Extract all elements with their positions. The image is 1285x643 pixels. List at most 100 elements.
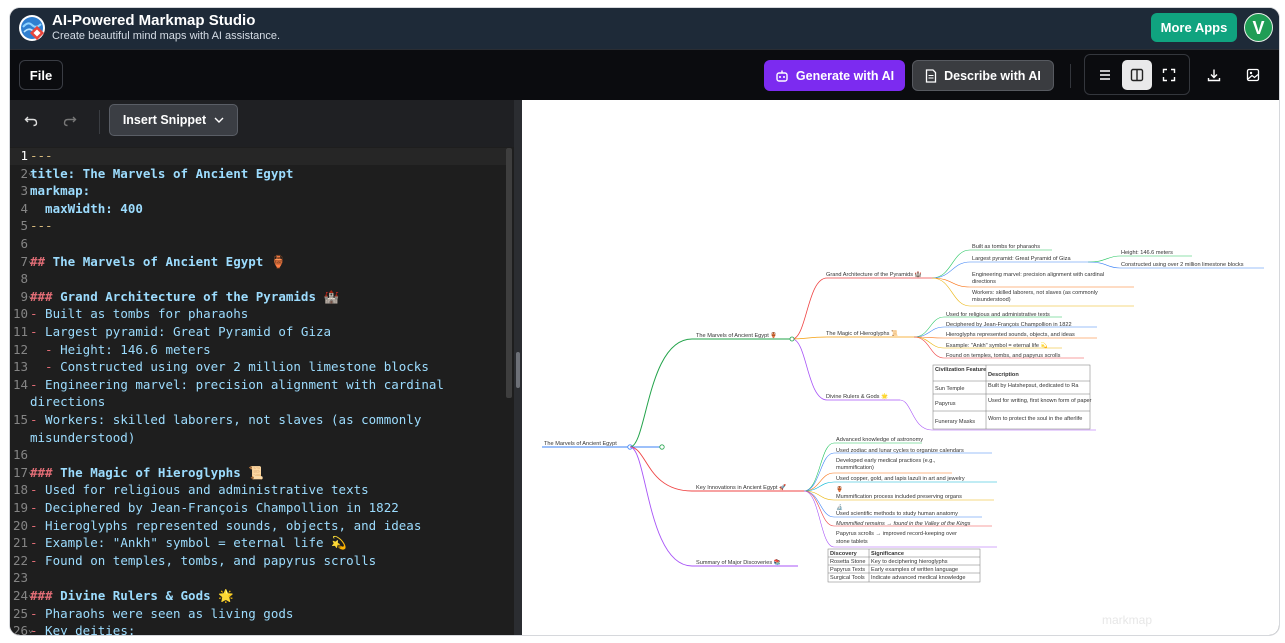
mindmap-leaf[interactable]: misunderstood) — [972, 297, 1011, 303]
mindmap-leaf[interactable]: stone tablets — [836, 539, 868, 545]
table-cell: Funerary Masks — [935, 419, 975, 425]
code-line[interactable]: title: The Marvels of Ancient Egypt — [30, 166, 293, 181]
mindmap-leaf[interactable]: Found on temples, tombs, and papyrus scr… — [946, 353, 1061, 359]
mindmap-leaf[interactable]: Height: 146.6 meters — [1121, 250, 1173, 256]
insert-snippet-button[interactable]: Insert Snippet — [109, 104, 238, 136]
code-line[interactable]: - Found on temples, tombs, and papyrus s… — [30, 553, 376, 568]
code-line[interactable]: - Used for religious and administrative … — [30, 482, 369, 497]
app-subtitle: Create beautiful mind maps with AI assis… — [52, 30, 280, 42]
generate-with-ai-button[interactable]: Generate with AI — [764, 60, 905, 91]
mindmap-leaf[interactable]: Largest pyramid: Great Pyramid of Giza — [972, 256, 1071, 262]
code-line[interactable]: ### The Magic of Hieroglyphs 📜 — [30, 465, 264, 481]
table-header: Civilization Feature — [935, 367, 986, 373]
undo-icon[interactable] — [16, 106, 46, 136]
code-line[interactable]: ## The Marvels of Ancient Egypt 🏺 — [30, 254, 286, 270]
mindmap-leaf[interactable]: Developed early medical practices (e.g., — [836, 458, 936, 464]
code-line[interactable]: maxWidth: 400 — [30, 201, 143, 216]
mindmap-node-rulers[interactable]: Divine Rulers & Gods 🌟 — [826, 392, 888, 400]
code-line[interactable]: - Constructed using over 2 million limes… — [30, 359, 429, 374]
mindmap-leaf[interactable]: Papyrus scrolls → improved record-keepin… — [836, 531, 957, 537]
line-number: 21 — [10, 535, 28, 550]
mindmap-leaf[interactable]: Example: "Ankh" symbol = eternal life 💫 — [946, 341, 1048, 349]
avatar[interactable]: V — [1244, 13, 1273, 42]
line-number: 24 — [10, 588, 28, 603]
fullscreen-icon[interactable] — [1154, 60, 1184, 90]
code-line[interactable]: --- — [30, 218, 53, 233]
main-toolbar: File Generate with AI Describe with AI — [10, 49, 1279, 101]
code-line[interactable]: - Largest pyramid: Great Pyramid of Giza — [30, 324, 331, 339]
code-line[interactable]: --- — [30, 148, 53, 163]
code-line[interactable]: - Deciphered by Jean-François Champollio… — [30, 500, 399, 515]
toolbar-divider — [1070, 64, 1071, 88]
code-line[interactable]: - Hieroglyphs represented sounds, object… — [30, 518, 421, 533]
mindmap-leaf[interactable]: 🔬 — [836, 503, 843, 511]
mindmap-canvas[interactable]: The Marvels of Ancient Egypt The Marvels… — [522, 100, 1279, 635]
download-icon[interactable] — [1199, 60, 1229, 90]
code-line[interactable]: markmap: — [30, 183, 90, 198]
title-bar: AI-Powered Markmap Studio Create beautif… — [10, 8, 1279, 49]
line-number: 23 — [10, 570, 28, 585]
list-view-icon[interactable] — [1090, 60, 1120, 90]
table-cell: Rosetta Stone — [830, 559, 865, 565]
code-area[interactable]: 1---2⌄title: The Marvels of Ancient Egyp… — [10, 148, 506, 635]
line-number: 20 — [10, 518, 28, 533]
line-number: 17 — [10, 465, 28, 480]
mindmap-leaf[interactable]: directions — [972, 279, 996, 285]
code-line[interactable]: - Example: "Ankh" symbol = eternal life … — [30, 535, 347, 551]
mindmap-leaf[interactable]: Hieroglyphs represented sounds, objects,… — [946, 332, 1075, 338]
line-number: 16 — [10, 447, 28, 462]
image-export-icon[interactable] — [1238, 60, 1268, 90]
line-number: 9 — [10, 289, 28, 304]
mindmap-leaf[interactable]: Deciphered by Jean-François Champollion … — [946, 322, 1072, 328]
code-line[interactable]: ### Divine Rulers & Gods 🌟 — [30, 588, 234, 604]
mindmap-node-summary[interactable]: Summary of Major Discoveries 📚 — [696, 559, 781, 566]
code-line[interactable]: directions — [30, 394, 105, 409]
table-cell: Indicate advanced medical knowledge — [871, 575, 966, 581]
editor-toolbar: Insert Snippet — [10, 100, 522, 147]
table-cell: Surgical Tools — [830, 575, 865, 581]
insert-snippet-label: Insert Snippet — [123, 113, 206, 127]
mindmap-leaf[interactable]: Used zodiac and lunar cycles to organize… — [836, 448, 964, 454]
split-view-icon[interactable] — [1122, 60, 1152, 90]
line-number: 8 — [10, 271, 28, 286]
mindmap-leaf[interactable]: Used scientific methods to study human a… — [836, 511, 958, 517]
mindmap-leaf[interactable]: Workers: skilled laborers, not slaves (a… — [972, 290, 1098, 296]
mindmap-leaf[interactable]: Constructed using over 2 million limesto… — [1121, 262, 1244, 268]
mindmap-leaf[interactable]: Mummification process included preservin… — [836, 494, 962, 500]
code-line[interactable]: - Key deities: — [30, 623, 135, 635]
mindmap-node-hieroglyphs[interactable]: The Magic of Hieroglyphs 📜 — [826, 330, 898, 337]
describe-with-ai-button[interactable]: Describe with AI — [912, 60, 1054, 91]
mindmap-root[interactable]: The Marvels of Ancient Egypt — [544, 441, 617, 447]
mindmap-node-marvels[interactable]: The Marvels of Ancient Egypt 🏺 — [696, 331, 777, 339]
mindmap-node-innovations[interactable]: Key Innovations in Ancient Egypt 🚀 — [696, 483, 786, 491]
code-line[interactable]: - Pharaohs were seen as living gods — [30, 606, 293, 621]
mindmap-leaf[interactable]: Used for religious and administrative te… — [946, 312, 1050, 318]
redo-icon[interactable] — [55, 106, 85, 136]
mindmap-leaf[interactable]: 🏺 — [836, 485, 843, 493]
table-cell: Used for writing, first known form of pa… — [988, 398, 1092, 404]
mindmap-leaf[interactable]: Advanced knowledge of astronomy — [836, 437, 923, 443]
splitter-grip[interactable] — [516, 352, 520, 388]
table-cell: Built by Hatshepsut, dedicated to Ra — [988, 383, 1079, 389]
line-number: 13 — [10, 359, 28, 374]
file-menu-button[interactable]: File — [19, 60, 63, 90]
line-number: 3 — [10, 183, 28, 198]
code-line[interactable]: - Height: 146.6 meters — [30, 342, 211, 357]
mindmap-preview[interactable]: The Marvels of Ancient Egypt The Marvels… — [522, 100, 1279, 635]
mindmap-leaf[interactable]: Engineering marvel: precision alignment … — [972, 272, 1104, 278]
code-line[interactable]: - Workers: skilled laborers, not slaves … — [30, 412, 421, 427]
table-cell: Worn to protect the soul in the afterlif… — [988, 416, 1082, 422]
mindmap-leaf[interactable]: Mummified remains → found in the Valley … — [836, 521, 971, 527]
mindmap-leaf[interactable]: Built as tombs for pharaohs — [972, 244, 1040, 250]
code-line[interactable]: ### Grand Architecture of the Pyramids 🏰 — [30, 289, 339, 305]
mindmap-leaf[interactable]: mummification) — [836, 465, 874, 471]
code-line[interactable]: - Built as tombs for pharaohs — [30, 306, 248, 321]
more-apps-button[interactable]: More Apps — [1151, 13, 1237, 42]
editor-scroll-thumb[interactable] — [506, 148, 512, 398]
app-window: AI-Powered Markmap Studio Create beautif… — [10, 8, 1279, 635]
line-number: 26 — [10, 623, 28, 635]
mindmap-leaf[interactable]: Used copper, gold, and lapis lazuli in a… — [836, 476, 965, 482]
code-line[interactable]: - Engineering marvel: precision alignmen… — [30, 377, 444, 392]
mindmap-node-pyramids[interactable]: Grand Architecture of the Pyramids 🏰 — [826, 271, 922, 278]
code-line[interactable]: misunderstood) — [30, 430, 135, 445]
